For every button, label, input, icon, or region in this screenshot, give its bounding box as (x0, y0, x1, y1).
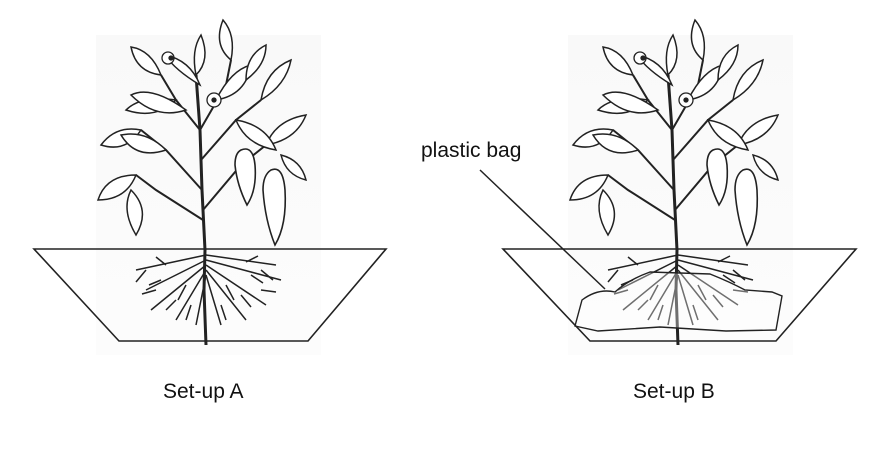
plastic-bag-label: plastic bag (421, 139, 522, 162)
pot-b (501, 248, 858, 342)
setup-b-caption: Set-up B (633, 380, 715, 403)
plastic-bag-shape (574, 271, 783, 332)
plant-a-drawing (94, 18, 323, 357)
pot-a (32, 248, 388, 342)
setup-b-diagram (479, 18, 858, 357)
setup-a-caption: Set-up A (163, 380, 244, 403)
setup-a-diagram (32, 18, 388, 357)
plastic-bag-leader-line (479, 169, 606, 290)
